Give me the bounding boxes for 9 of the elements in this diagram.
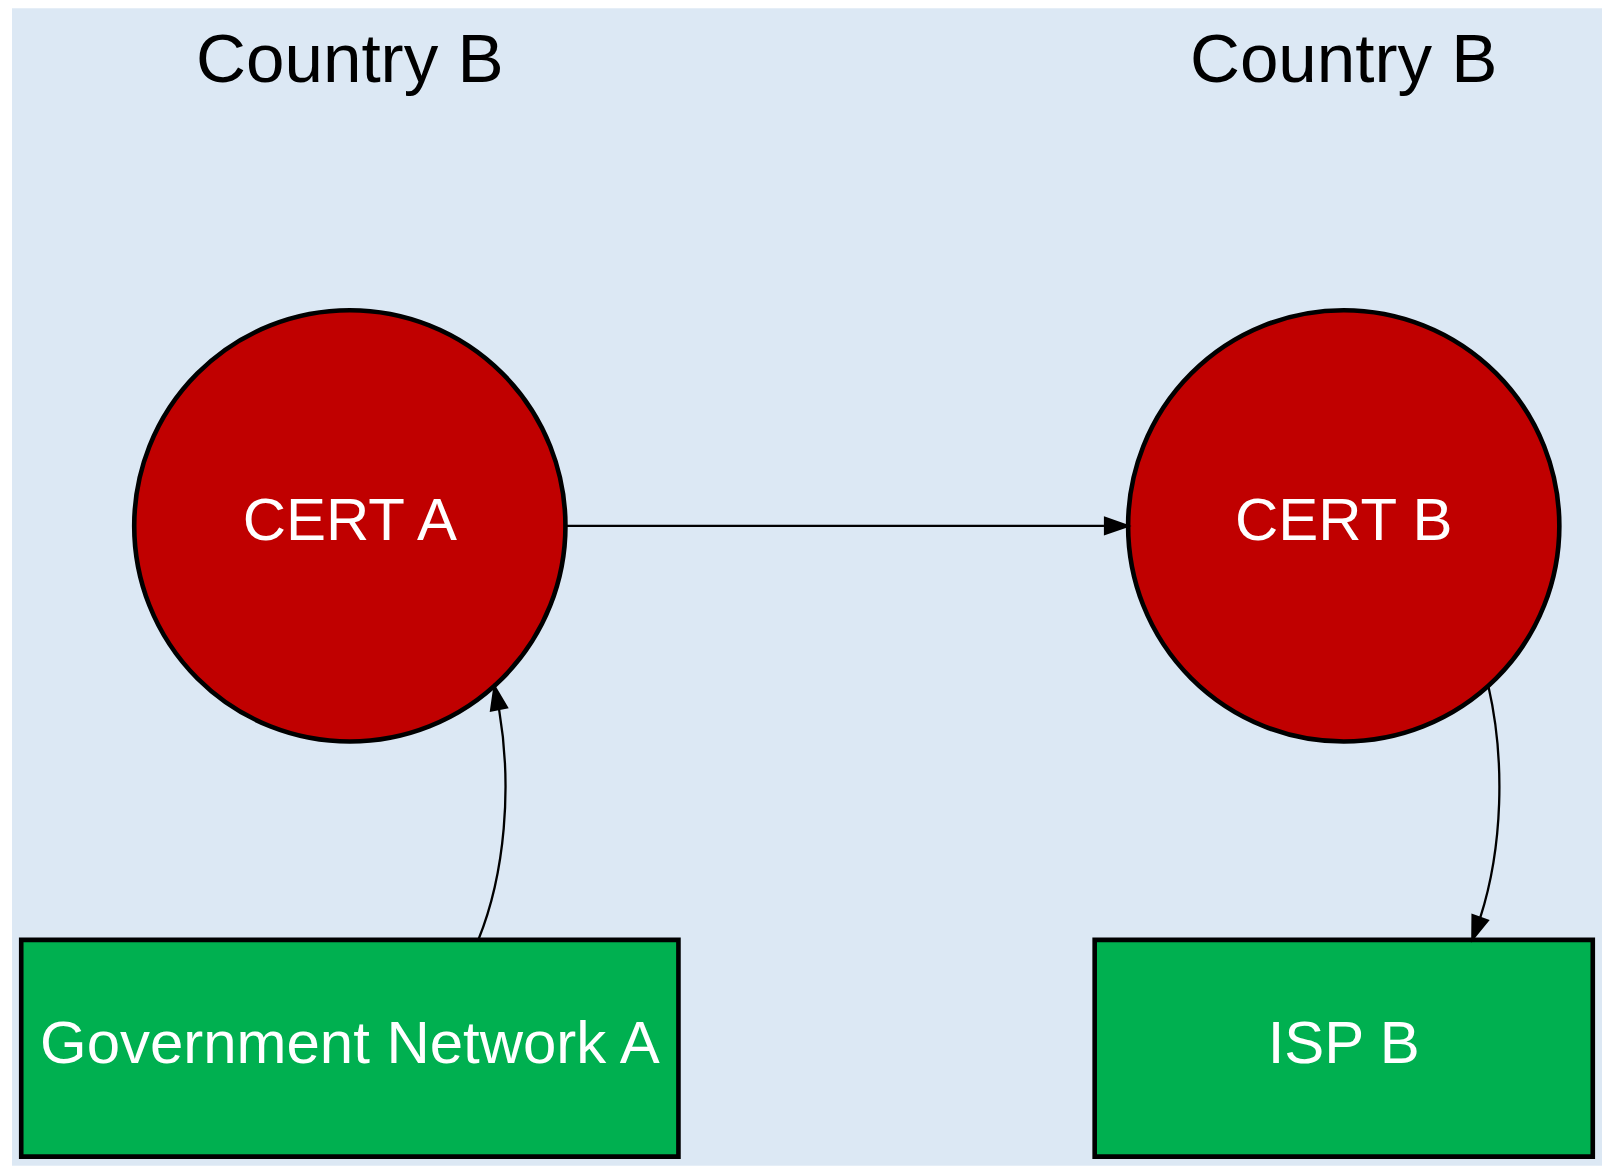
label: Country B [1189, 18, 1498, 97]
node-box: Government Network A [18, 937, 681, 1159]
node-box: ISP B [1092, 937, 1596, 1159]
node-circle: CERT A [131, 307, 568, 744]
node-circle: CERT B [1125, 307, 1562, 744]
arrow [1471, 686, 1501, 943]
arrow [566, 516, 1132, 536]
arrow [477, 682, 509, 940]
label: Country B [196, 18, 504, 97]
